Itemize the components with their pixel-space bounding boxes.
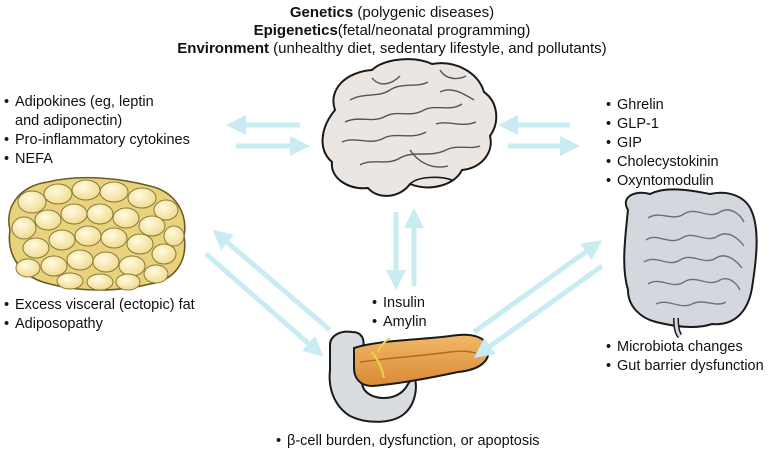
- list-item: Adipokines (eg, leptin: [4, 93, 190, 112]
- list-item: Amylin: [372, 313, 427, 332]
- gut-hormones-list: Ghrelin GLP-1 GIP Cholecystokinin Oxynto…: [606, 96, 719, 191]
- intestine-illustration: [623, 188, 758, 339]
- brain-illustration: [321, 58, 498, 197]
- adipose-secretions-list: Adipokines (eg, leptin and adiponectin) …: [4, 93, 190, 169]
- header-environment: Environment (unhealthy diet, sedentary l…: [177, 40, 607, 57]
- list-item: NEFA: [4, 150, 190, 169]
- adipose-conditions-list: Excess visceral (ectopic) fat Adiposopat…: [4, 296, 195, 334]
- list-item: Insulin: [372, 294, 427, 313]
- header-genetics: Genetics (polygenic diseases): [289, 4, 495, 21]
- list-item: GLP-1: [606, 115, 719, 134]
- pancreas-hormones-list: Insulin Amylin: [372, 294, 427, 332]
- pancreas-illustration: [328, 330, 490, 423]
- gut-conditions-list: Microbiota changes Gut barrier dysfuncti…: [606, 338, 764, 376]
- list-item: Excess visceral (ectopic) fat: [4, 296, 195, 315]
- list-item: Cholecystokinin: [606, 153, 719, 172]
- list-item: Ghrelin: [606, 96, 719, 115]
- list-item: Microbiota changes: [606, 338, 764, 357]
- list-item-continuation: and adiponectin): [15, 113, 123, 129]
- arrows: [204, 115, 604, 358]
- list-item: β-cell burden, dysfunction, or apoptosis: [276, 432, 540, 451]
- list-item: Oxyntomodulin: [606, 172, 719, 191]
- pancreas-condition-list: β-cell burden, dysfunction, or apoptosis: [276, 432, 540, 451]
- adipose-tissue-illustration: [8, 176, 186, 291]
- header-epigenetics: Epigenetics(fetal/neonatal programming): [253, 22, 531, 39]
- list-item: Pro-inflammatory cytokines: [4, 131, 190, 150]
- list-item: Gut barrier dysfunction: [606, 357, 764, 376]
- list-item: GIP: [606, 134, 719, 153]
- list-item: Adiposopathy: [4, 315, 195, 334]
